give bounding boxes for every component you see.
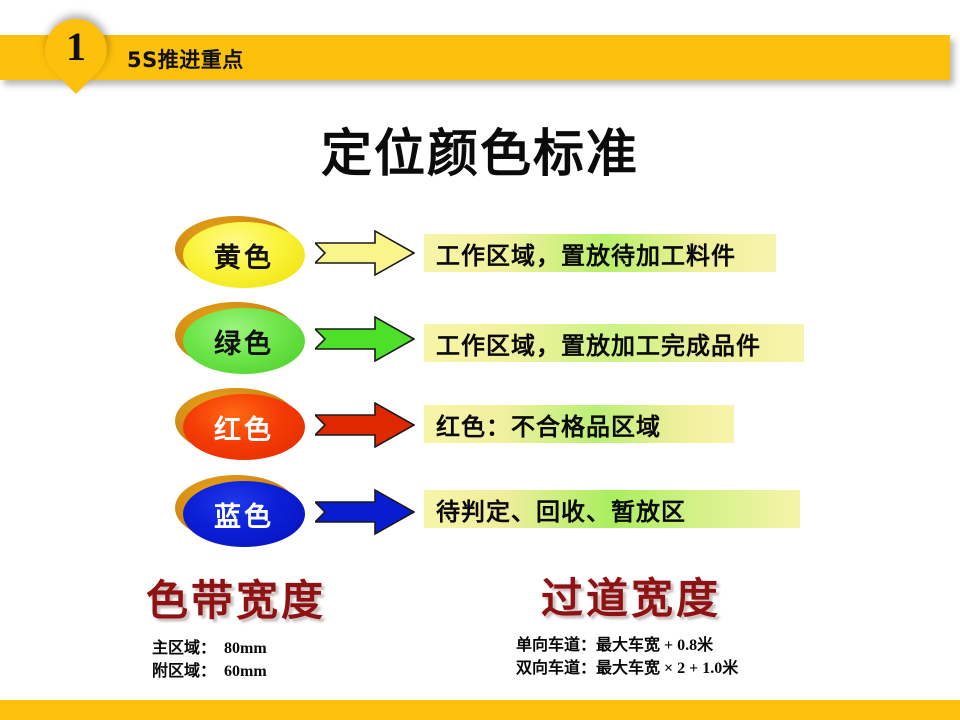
spec-list-stripe-width: 主区域： 80mm 附区域： 60mm [152, 637, 267, 683]
arrow-right-icon-blue [315, 489, 415, 535]
spec-line: 单向车道：最大车宽 + 0.8米 [516, 637, 714, 654]
step-number-label: 1 [66, 24, 86, 69]
ellipse-label-yellow: 黄色 [183, 222, 305, 288]
page-title: 定位颜色标准 [320, 125, 639, 184]
spec-line: 双向车道：最大车宽 × 2 + 1.0米 [516, 660, 739, 677]
section-heading-stripe-width: 色带宽度 [146, 579, 327, 625]
ellipse-label-green: 绿色 [183, 308, 305, 374]
header-banner [0, 35, 950, 80]
color-row-yellow: 黄色 工作区域，置放待加工料件 [0, 213, 960, 293]
arrow-right-icon-red [315, 402, 415, 448]
description-red: 红色：不合格品区域 [424, 405, 734, 443]
spec-list-aisle-width: 单向车道：最大车宽 + 0.8米 双向车道：最大车宽 × 2 + 1.0米 [516, 634, 738, 680]
section-heading-aisle-width: 过道宽度 [541, 577, 722, 623]
color-ellipse-red: 红色 [175, 388, 305, 460]
color-row-red: 红色 红色：不合格品区域 [0, 385, 960, 465]
step-number-badge: 1 [32, 6, 120, 94]
spec-line: 主区域： 80mm [152, 640, 267, 657]
description-yellow: 工作区域，置放待加工料件 [424, 234, 776, 272]
color-row-blue: 蓝色 待判定、回收、暂放区 [0, 472, 960, 552]
color-ellipse-green: 绿色 [175, 302, 305, 374]
banner-title: 5S推进重点 [127, 48, 244, 72]
color-ellipse-yellow: 黄色 [175, 216, 305, 288]
spec-line: 附区域： 60mm [152, 663, 267, 680]
ellipse-label-blue: 蓝色 [183, 481, 305, 547]
arrow-right-icon-yellow [315, 230, 415, 276]
description-blue: 待判定、回收、暂放区 [424, 490, 800, 528]
arrow-right-icon-green [315, 316, 415, 362]
description-green: 工作区域，置放加工完成品件 [424, 324, 804, 362]
footer-bar [0, 700, 960, 720]
color-ellipse-blue: 蓝色 [175, 475, 305, 547]
color-row-green: 绿色 工作区域，置放加工完成品件 [0, 299, 960, 379]
ellipse-label-red: 红色 [183, 394, 305, 460]
